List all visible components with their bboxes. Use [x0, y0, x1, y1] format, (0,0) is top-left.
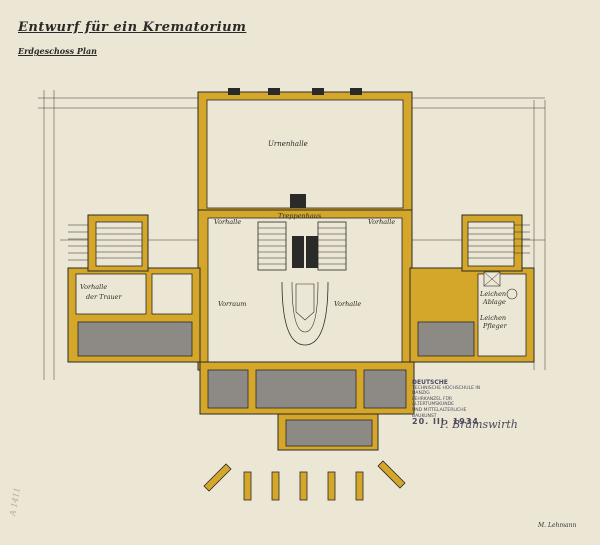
right-wing	[409, 214, 535, 363]
room-label-stair-hall: Treppenhaus	[278, 212, 322, 220]
central-block	[197, 209, 413, 371]
drawing-title: Entwurf für ein Krematorium	[18, 20, 247, 35]
institution-stamp: DEUTSCHE TECHNISCHE HOCHSCHULE IN DANZIG…	[412, 379, 492, 427]
room-label-right-wing-4: Pfleger	[483, 322, 507, 330]
room-label-left-small: Vorhalle	[214, 218, 242, 226]
room-label-vestibule-left: Vorraum	[218, 300, 247, 308]
drawing-subtitle: Erdgeschoss Plan	[18, 46, 97, 56]
stamp-line-4: UND MITTELALTERLICHE BAUKUNST	[412, 407, 467, 419]
forecourt-pylons	[203, 460, 406, 501]
left-wing	[67, 214, 201, 363]
room-label-left-wing-2: der Trauer	[86, 293, 122, 301]
stamp-date: 20. III. 1934	[412, 417, 479, 427]
upper-hall	[197, 88, 413, 218]
room-label-right-small: Vorhalle	[368, 218, 396, 226]
stamp-line-1: DEUTSCHE	[412, 379, 448, 386]
room-label-main-hall: Urnenhalle	[268, 140, 308, 148]
room-label-right-wing-3: Leichen	[480, 314, 507, 322]
room-label-right-wing-2: Ablage	[483, 298, 506, 306]
room-label-vestibule-right: Vorhalle	[334, 300, 362, 308]
room-label-left-wing-1: Vorhalle	[80, 283, 108, 291]
signature: P. Brämswirth	[440, 418, 518, 431]
corner-note: M. Lehmann	[538, 522, 577, 529]
stamp-line-3: LEHRKANZEL FÜR ALTERTUMSKUNDE	[412, 396, 454, 408]
stamp-line-2: TECHNISCHE HOCHSCHULE IN DANZIG	[412, 385, 481, 397]
front-block	[199, 361, 415, 451]
room-label-right-wing-1: Leichen	[480, 290, 507, 298]
